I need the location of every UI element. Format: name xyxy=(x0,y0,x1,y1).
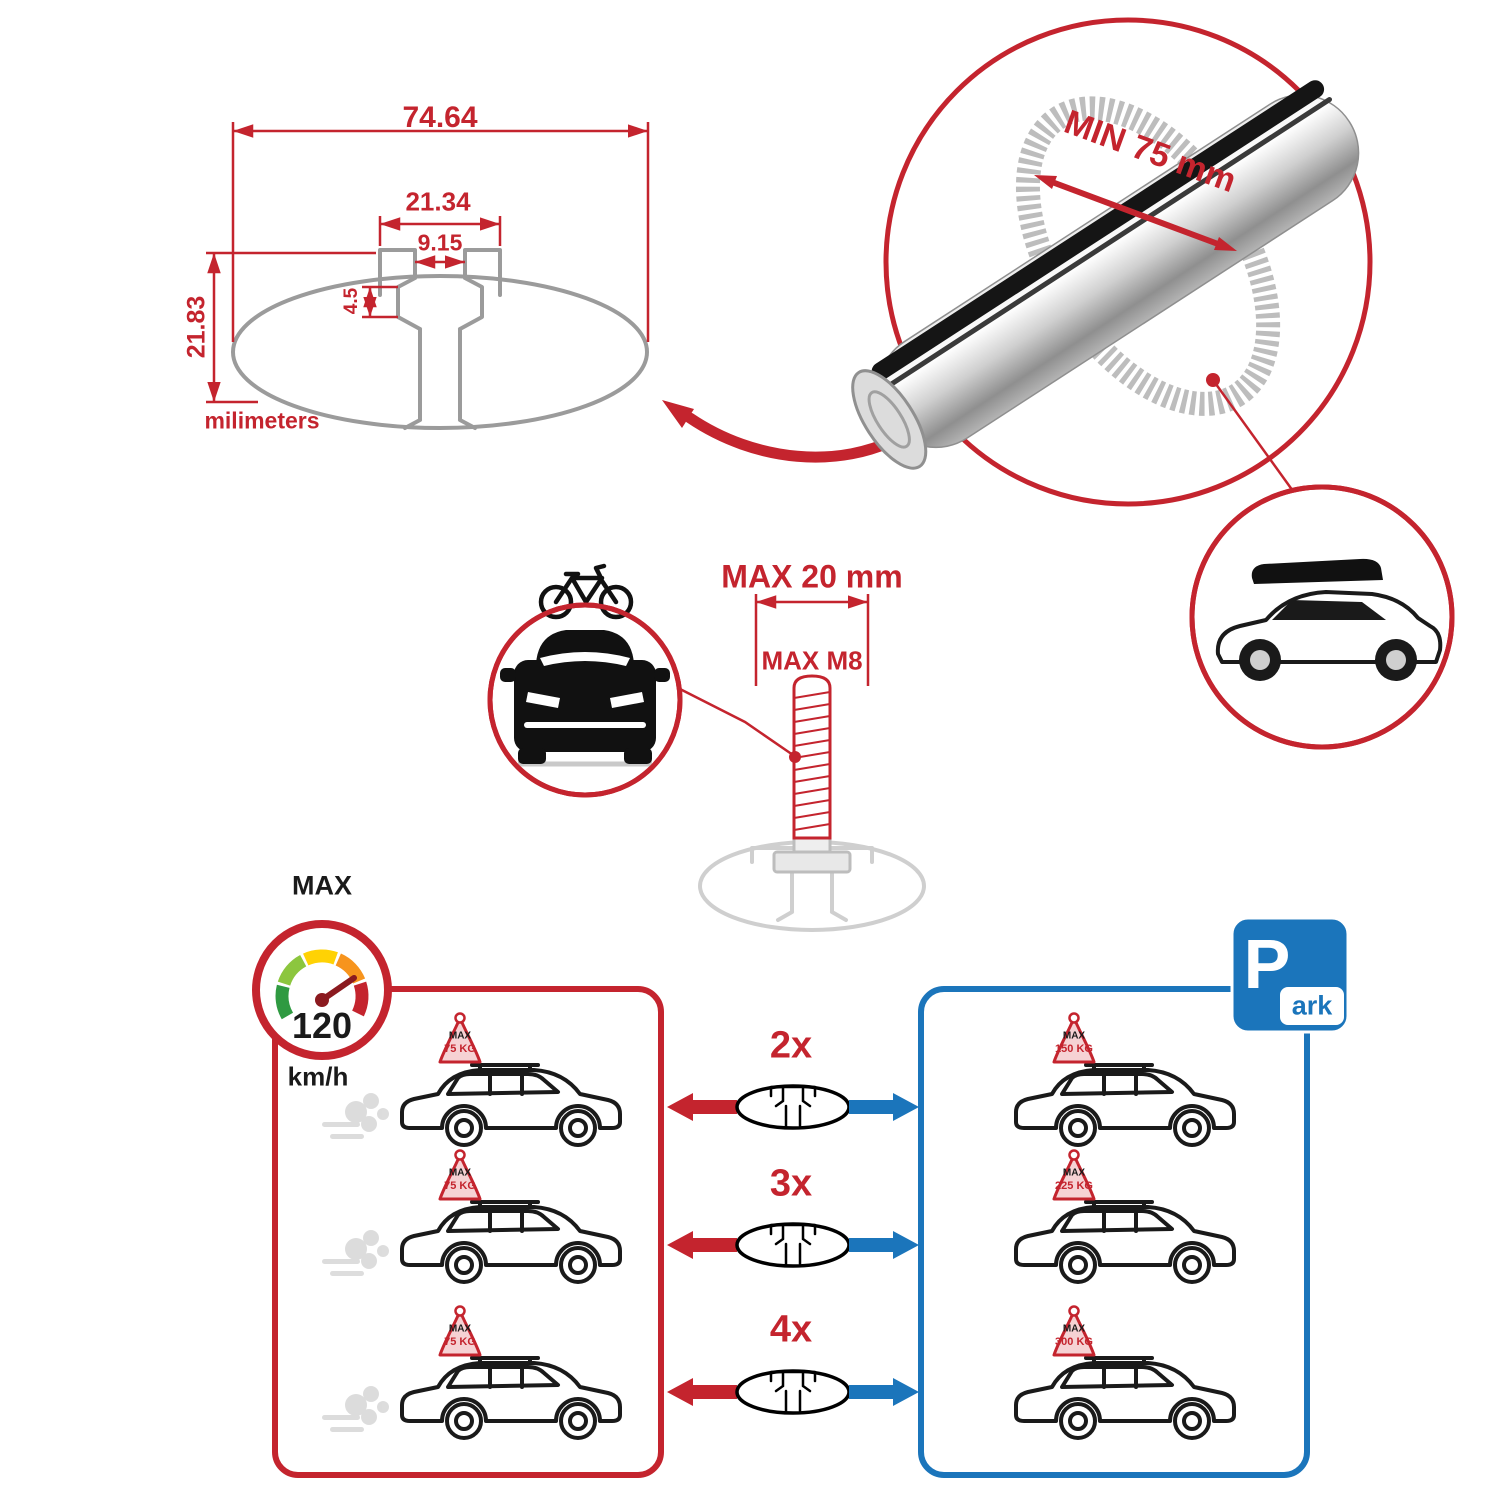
crossbar-oval-icon xyxy=(735,1084,851,1130)
flag-load-value: 300 KG xyxy=(1055,1336,1093,1348)
quantity-label: 3x xyxy=(769,1162,813,1205)
crossbar-oval-icon xyxy=(735,1222,851,1268)
flag-max-label: MAX xyxy=(448,1167,472,1179)
dim-slot-depth: 4.5 xyxy=(341,287,362,315)
crossbar-oval-icon xyxy=(735,1369,851,1415)
parking-load-panel xyxy=(918,986,1310,1478)
flag-max-label: MAX xyxy=(1062,1323,1086,1335)
bolt-max-length-label: MAX 20 mm xyxy=(721,558,903,595)
quantity-label: 2x xyxy=(769,1024,813,1067)
quantity-label: 4x xyxy=(769,1308,813,1351)
left-arrow-icon xyxy=(667,1378,737,1406)
park-sign-suffix: ark xyxy=(1291,990,1333,1021)
dim-channel-width: 21.34 xyxy=(405,186,471,217)
flag-load-value: 75 KG xyxy=(444,1336,476,1348)
left-arrow-icon xyxy=(667,1231,737,1259)
suv-roofbox-inset xyxy=(1189,484,1455,750)
car-side-icon xyxy=(400,1356,622,1440)
flag-max-label: MAX xyxy=(448,1323,472,1335)
parked-cars xyxy=(1014,1012,1236,1440)
park-sign xyxy=(1230,916,1350,1034)
car-side-icon xyxy=(1014,1063,1236,1147)
car-side-icon xyxy=(1014,1356,1236,1440)
right-arrow-icon xyxy=(849,1093,919,1121)
car-side-icon xyxy=(400,1063,622,1147)
units-label: milimeters xyxy=(204,407,320,434)
flag-max-label: MAX xyxy=(1062,1030,1086,1042)
bicycle-icon xyxy=(538,563,634,620)
right-arrow-icon xyxy=(849,1231,919,1259)
flag-max-label: MAX xyxy=(1062,1167,1086,1179)
flag-load-value: 225 KG xyxy=(1055,1180,1093,1192)
flag-load-value: 75 KG xyxy=(444,1043,476,1055)
speed-max-label: MAX xyxy=(292,870,352,901)
driving-speed-panel xyxy=(272,986,664,1478)
suv-with-roofbox-icon xyxy=(1215,558,1443,681)
car-side-icon xyxy=(1014,1200,1236,1284)
flag-load-value: 75 KG xyxy=(444,1180,476,1192)
speedometer-icon xyxy=(252,920,392,1060)
bolt-max-thread-label: MAX M8 xyxy=(761,645,863,676)
crossbar-cross-section-drawing xyxy=(206,122,650,430)
speed-value: 120 xyxy=(291,1005,353,1046)
flag-max-label: MAX xyxy=(448,1030,472,1042)
car-front-icon xyxy=(500,630,670,764)
bar-clamp-inset xyxy=(851,17,1373,507)
flag-load-value: 150 KG xyxy=(1055,1043,1093,1055)
left-arrow-icon xyxy=(667,1093,737,1121)
speed-units: km/h xyxy=(287,1061,349,1092)
bar-quantity-rows xyxy=(667,1084,919,1415)
driving-cars xyxy=(322,1012,622,1440)
car-side-icon xyxy=(400,1200,622,1284)
car-front-inset xyxy=(487,563,683,798)
park-sign-letter: P xyxy=(1243,925,1291,1003)
dim-total-height: 21.83 xyxy=(182,295,211,359)
right-arrow-icon xyxy=(849,1378,919,1406)
dim-total-width: 74.64 xyxy=(402,101,478,134)
curved-arrow-icon xyxy=(662,400,908,463)
bolt-diagram xyxy=(677,594,926,932)
dim-slot-width: 9.15 xyxy=(417,229,463,256)
